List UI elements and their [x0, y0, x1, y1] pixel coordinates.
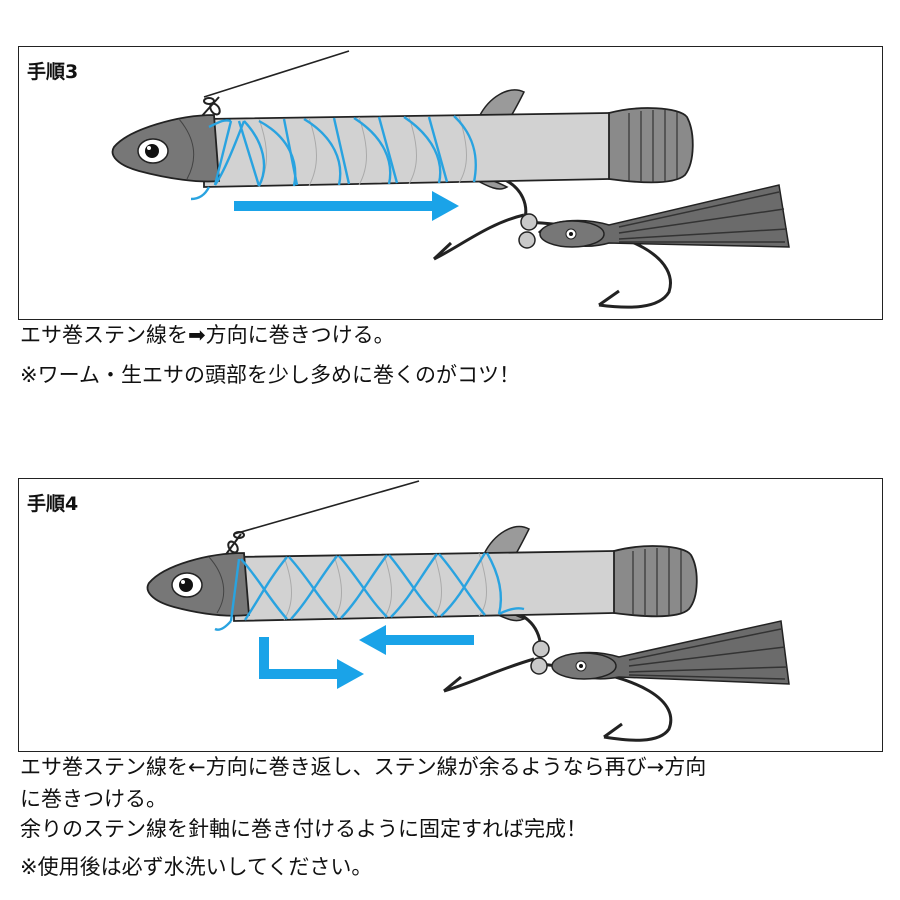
step4-caption-line2: に巻きつける。 — [20, 787, 167, 811]
skirt-lure-icon — [537, 184, 790, 248]
arrow-return-right-icon — [259, 637, 364, 689]
step4-panel: 手順4 — [18, 478, 883, 752]
stainless-wire-crosswrap — [214, 552, 525, 631]
jig-head-icon — [111, 114, 220, 183]
fishing-line — [203, 50, 350, 98]
bead-icon — [532, 640, 550, 658]
stainless-wire-spiral — [190, 115, 477, 201]
step3-caption: エサ巻ステン線を➡方向に巻きつける。 — [20, 323, 395, 347]
step3-label: 手順3 — [27, 61, 79, 83]
bead-icon — [520, 213, 538, 231]
bead-icon — [518, 231, 536, 249]
step4-caption-line3: 余りのステン線を針軸に巻き付けるように固定すれば完成！ — [20, 817, 587, 841]
arrow-right-icon — [234, 191, 459, 221]
worm-tail-ribs — [632, 548, 682, 616]
bead-icon — [530, 657, 548, 675]
worm-tail-ribs — [628, 110, 678, 182]
jig-head-icon — [146, 552, 250, 617]
worm-tail — [608, 107, 694, 184]
step4-caption-line1: エサ巻ステン線を←方向に巻き返し、ステン線が余るようなら再び→方向 — [20, 755, 707, 779]
step4-label: 手順4 — [27, 493, 79, 515]
swivel-icon — [200, 96, 221, 118]
arrow-left-icon — [359, 625, 474, 655]
step3-panel: 手順3 — [18, 46, 883, 320]
step3-note: ※ワーム・生エサの頭部を少し多めに巻くのがコツ！ — [20, 363, 520, 387]
skirt-lure-icon — [551, 620, 790, 685]
fishing-line — [233, 480, 420, 535]
worm-tail — [613, 545, 698, 618]
step4-illustration — [146, 480, 790, 742]
step3-illustration — [111, 50, 790, 309]
step4-note: ※使用後は必ず水洗いしてください。 — [20, 855, 373, 879]
